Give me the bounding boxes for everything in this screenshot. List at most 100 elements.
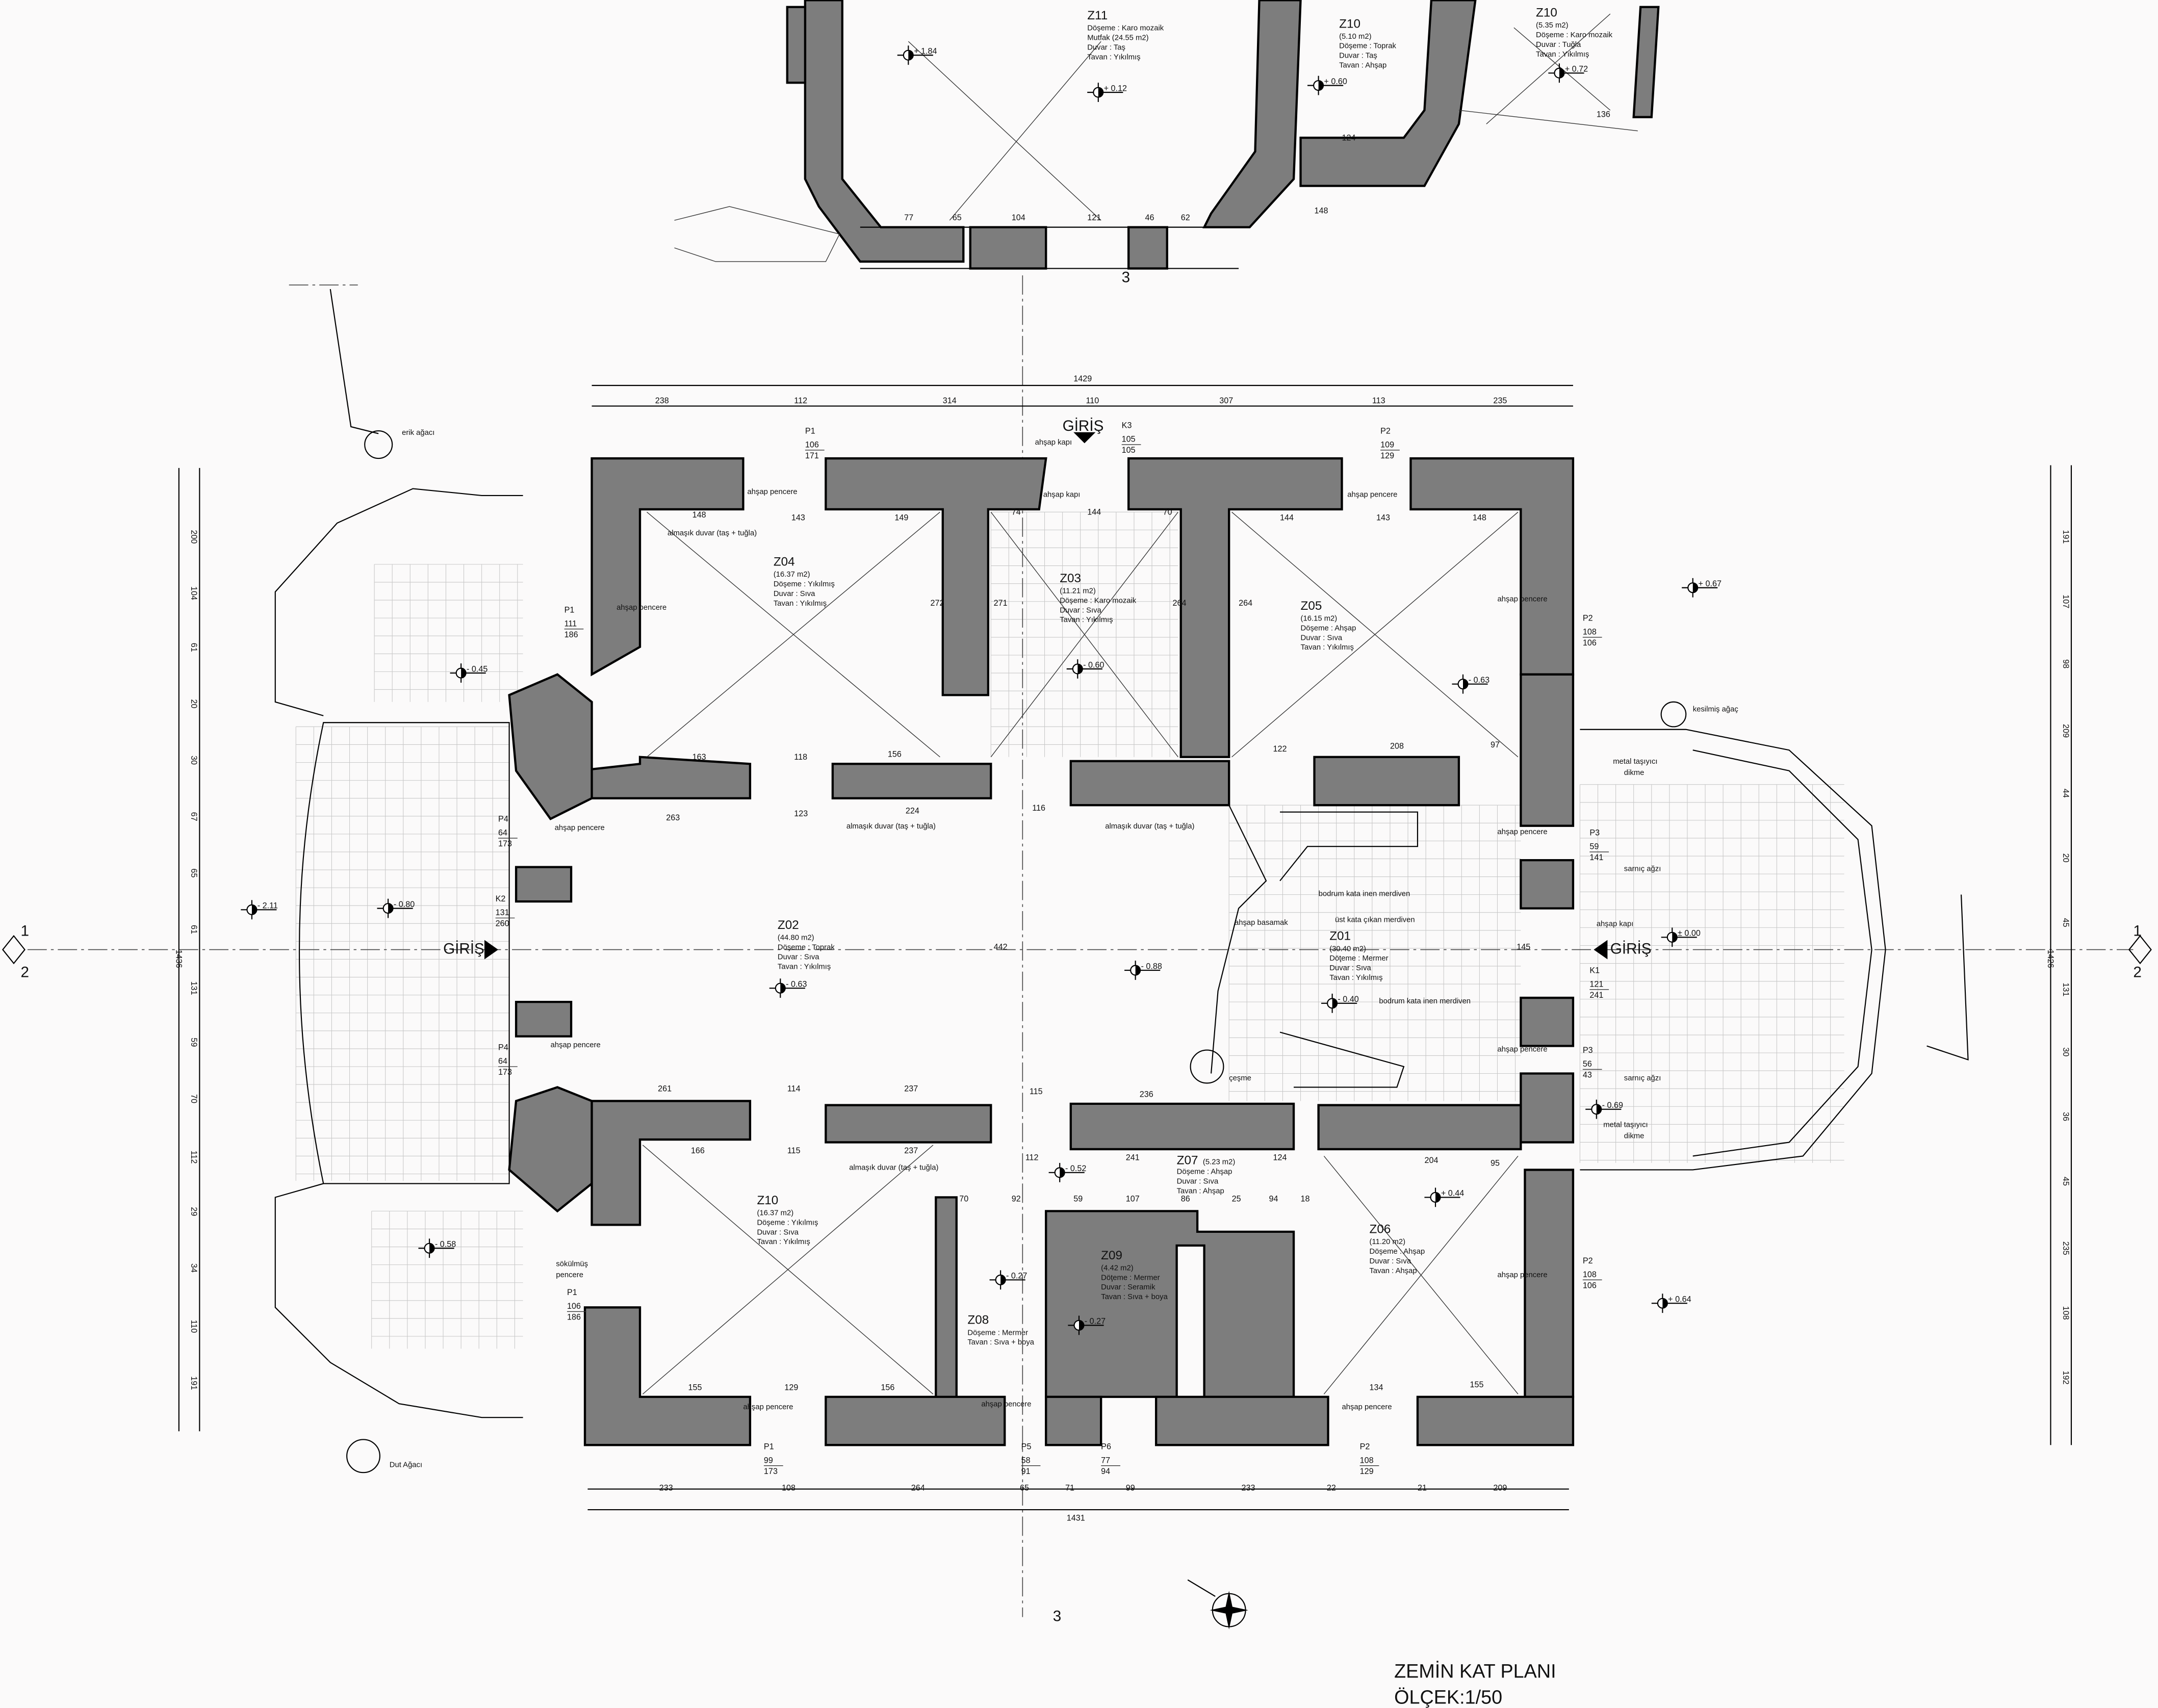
dimension-value: 99 bbox=[1126, 1483, 1135, 1492]
dimension-value: 70 bbox=[189, 1094, 198, 1103]
opening-name: P2 bbox=[1583, 614, 1593, 623]
annotation-sarnic: sarnıç ağzı bbox=[1624, 1074, 1661, 1082]
dimension-value: 200 bbox=[189, 530, 198, 544]
elevation-marker: - 0.27 bbox=[1068, 1315, 1106, 1335]
dimension-value: 70 bbox=[1163, 508, 1172, 517]
annotation-ahsap-pencere: ahşap pencere bbox=[1347, 491, 1397, 499]
opening-height: 241 bbox=[1589, 991, 1603, 1000]
annotation-sarnic: sarnıç ağzı bbox=[1624, 865, 1661, 873]
room-area: (5.10 m2) bbox=[1339, 33, 1372, 41]
opening-height: 106 bbox=[1583, 1281, 1597, 1290]
room-finish: Duvar : Taş bbox=[1087, 43, 1125, 51]
north-building-walls bbox=[674, 0, 1660, 270]
room-id: Z10 bbox=[1536, 6, 1557, 20]
annotation-cesme: çeşme bbox=[1229, 1074, 1251, 1082]
elevation-symbol-icon bbox=[251, 904, 257, 915]
opening-name: P2 bbox=[1360, 1442, 1370, 1451]
dimension-value: 238 bbox=[655, 396, 669, 405]
dimension-value: 124 bbox=[1273, 1153, 1287, 1162]
dimension-value: 107 bbox=[2061, 594, 2070, 608]
dimension-value: 112 bbox=[1025, 1153, 1039, 1162]
room-finish: Duvar : Taş bbox=[1339, 52, 1377, 60]
dimension-value: 235 bbox=[2061, 1241, 2070, 1255]
opening-height: 260 bbox=[496, 919, 509, 928]
annotation-ahsap-pencere: ahşap pencere bbox=[1497, 828, 1547, 836]
opening-width: 58 bbox=[1021, 1456, 1031, 1465]
dimension-total: 1426 bbox=[2046, 950, 2055, 968]
room-id: Z06 bbox=[1369, 1223, 1391, 1236]
elevation-symbol-icon bbox=[1079, 1320, 1084, 1330]
elevation-value: + 0.67 bbox=[1699, 579, 1722, 588]
elevation-value: - 0.40 bbox=[1338, 995, 1358, 1004]
tree-icon bbox=[364, 430, 393, 459]
elevation-marker: - 0.27 bbox=[989, 1270, 1027, 1290]
dimension-value: 95 bbox=[1491, 1158, 1500, 1168]
room-finish: Mutfak (24.55 m2) bbox=[1087, 34, 1148, 42]
annotation-ahsap-pencere: ahşap pencere bbox=[555, 824, 605, 832]
dimension-lines bbox=[178, 384, 2072, 1511]
dimension-value: 67 bbox=[189, 812, 198, 821]
section-cut-icon bbox=[2128, 935, 2152, 965]
elevation-symbol-icon bbox=[1318, 81, 1324, 91]
room-area: (16.37 m2) bbox=[774, 571, 810, 579]
opening-width: 106 bbox=[805, 440, 819, 449]
room-id: Z03 bbox=[1060, 572, 1081, 585]
elevation-value: ± 0.00 bbox=[1678, 929, 1701, 938]
section-marker: 1 bbox=[20, 923, 29, 940]
elevation-symbol-icon bbox=[1135, 965, 1141, 975]
dimension-value: 98 bbox=[2061, 659, 2070, 668]
dimension-value: 156 bbox=[888, 750, 902, 759]
dimension-total: 1431 bbox=[1067, 1514, 1085, 1523]
annotation-metal: metal taşıyıcı bbox=[1603, 1121, 1648, 1129]
room-finish: Duvar : Sıva bbox=[757, 1228, 799, 1236]
opening-height: 141 bbox=[1589, 853, 1603, 862]
elevation-value: - 0.52 bbox=[1065, 1164, 1086, 1173]
section-marker: 2 bbox=[20, 964, 29, 981]
room-area: (11.20 m2) bbox=[1369, 1238, 1405, 1246]
dimension-value: 115 bbox=[1030, 1087, 1043, 1096]
room-finish: Döşeme : Ahşap bbox=[1301, 624, 1356, 632]
dimension-value: 92 bbox=[1012, 1194, 1021, 1203]
elevation-marker: + 0.60 bbox=[1307, 75, 1347, 95]
elevation-value: - 0.60 bbox=[1083, 660, 1104, 669]
dimension-value: 110 bbox=[189, 1320, 198, 1333]
dimension-value: 237 bbox=[904, 1084, 918, 1094]
section-marker: 2 bbox=[2133, 964, 2142, 981]
elevation-value: + 0.12 bbox=[1104, 84, 1127, 93]
room-finish: Duvar : Tuğla bbox=[1536, 41, 1581, 49]
dimension-value: 65 bbox=[189, 868, 198, 877]
room-area: (4.42 m2) bbox=[1101, 1264, 1134, 1272]
elevation-marker: - 0.63 bbox=[769, 978, 807, 998]
dimension-value: 144 bbox=[1280, 513, 1294, 522]
room-finish: Tavan : Yıkılmış bbox=[774, 600, 827, 608]
dimension-total: 1436 bbox=[174, 950, 183, 968]
opening-width: 105 bbox=[1122, 435, 1136, 444]
room-finish: Tavan : Yıkılmış bbox=[1087, 53, 1140, 61]
opening-height: 173 bbox=[498, 1068, 512, 1077]
opening-height: 173 bbox=[764, 1467, 778, 1476]
dimension-value: 136 bbox=[1597, 110, 1610, 119]
dimension-value: 272 bbox=[931, 599, 944, 608]
main-building-walls bbox=[508, 457, 1575, 1446]
opening-width: 109 bbox=[1380, 440, 1394, 449]
annotation-sokulmus: sökülmüş bbox=[556, 1260, 588, 1268]
elevation-value: - 2.11 bbox=[258, 901, 278, 911]
room-finish: Tavan : Yıkılmış bbox=[778, 963, 831, 971]
annotation-pencere: pencere bbox=[556, 1271, 583, 1279]
dimension-value: 143 bbox=[791, 513, 805, 522]
room-finish: Tavan : Yıkılmış bbox=[757, 1238, 810, 1246]
elevation-symbol-icon bbox=[1098, 87, 1103, 97]
dimension-value: 191 bbox=[189, 1376, 198, 1390]
